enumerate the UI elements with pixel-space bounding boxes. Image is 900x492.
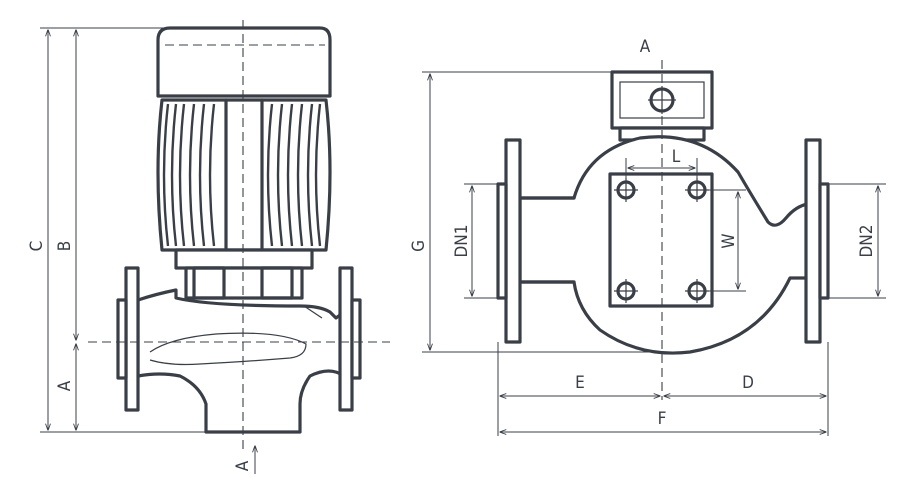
dim-label-B: B [55, 241, 75, 252]
inlet-flange [124, 266, 140, 412]
outlet-flange [338, 266, 354, 412]
dim-label-DN1: DN1 [452, 225, 472, 258]
motor-body [156, 98, 332, 252]
dim-label-D: D [742, 373, 754, 393]
inlet-flange-top [504, 138, 522, 344]
top-view-dimensions: A G DN1 DN2 L W E D F [409, 37, 886, 436]
section-label-A-bottom: A [233, 460, 253, 471]
side-view [88, 20, 390, 450]
lantern [174, 248, 314, 270]
dim-label-C: C [27, 241, 47, 252]
dim-label-L: L [672, 147, 681, 167]
dim-label-E: E [575, 373, 585, 393]
cooling-fins [162, 103, 322, 247]
dim-label-A-side: A [55, 380, 75, 391]
side-view-dimensions: C B A A [27, 27, 255, 474]
top-view [496, 60, 830, 400]
outlet-flange-top [804, 138, 822, 344]
motor-cap [156, 26, 332, 98]
dim-label-W: W [719, 233, 739, 248]
dim-label-G: G [409, 240, 429, 252]
dim-label-F: F [658, 409, 667, 429]
dim-label-DN2: DN2 [857, 225, 877, 258]
section-label-A-top: A [640, 37, 651, 57]
